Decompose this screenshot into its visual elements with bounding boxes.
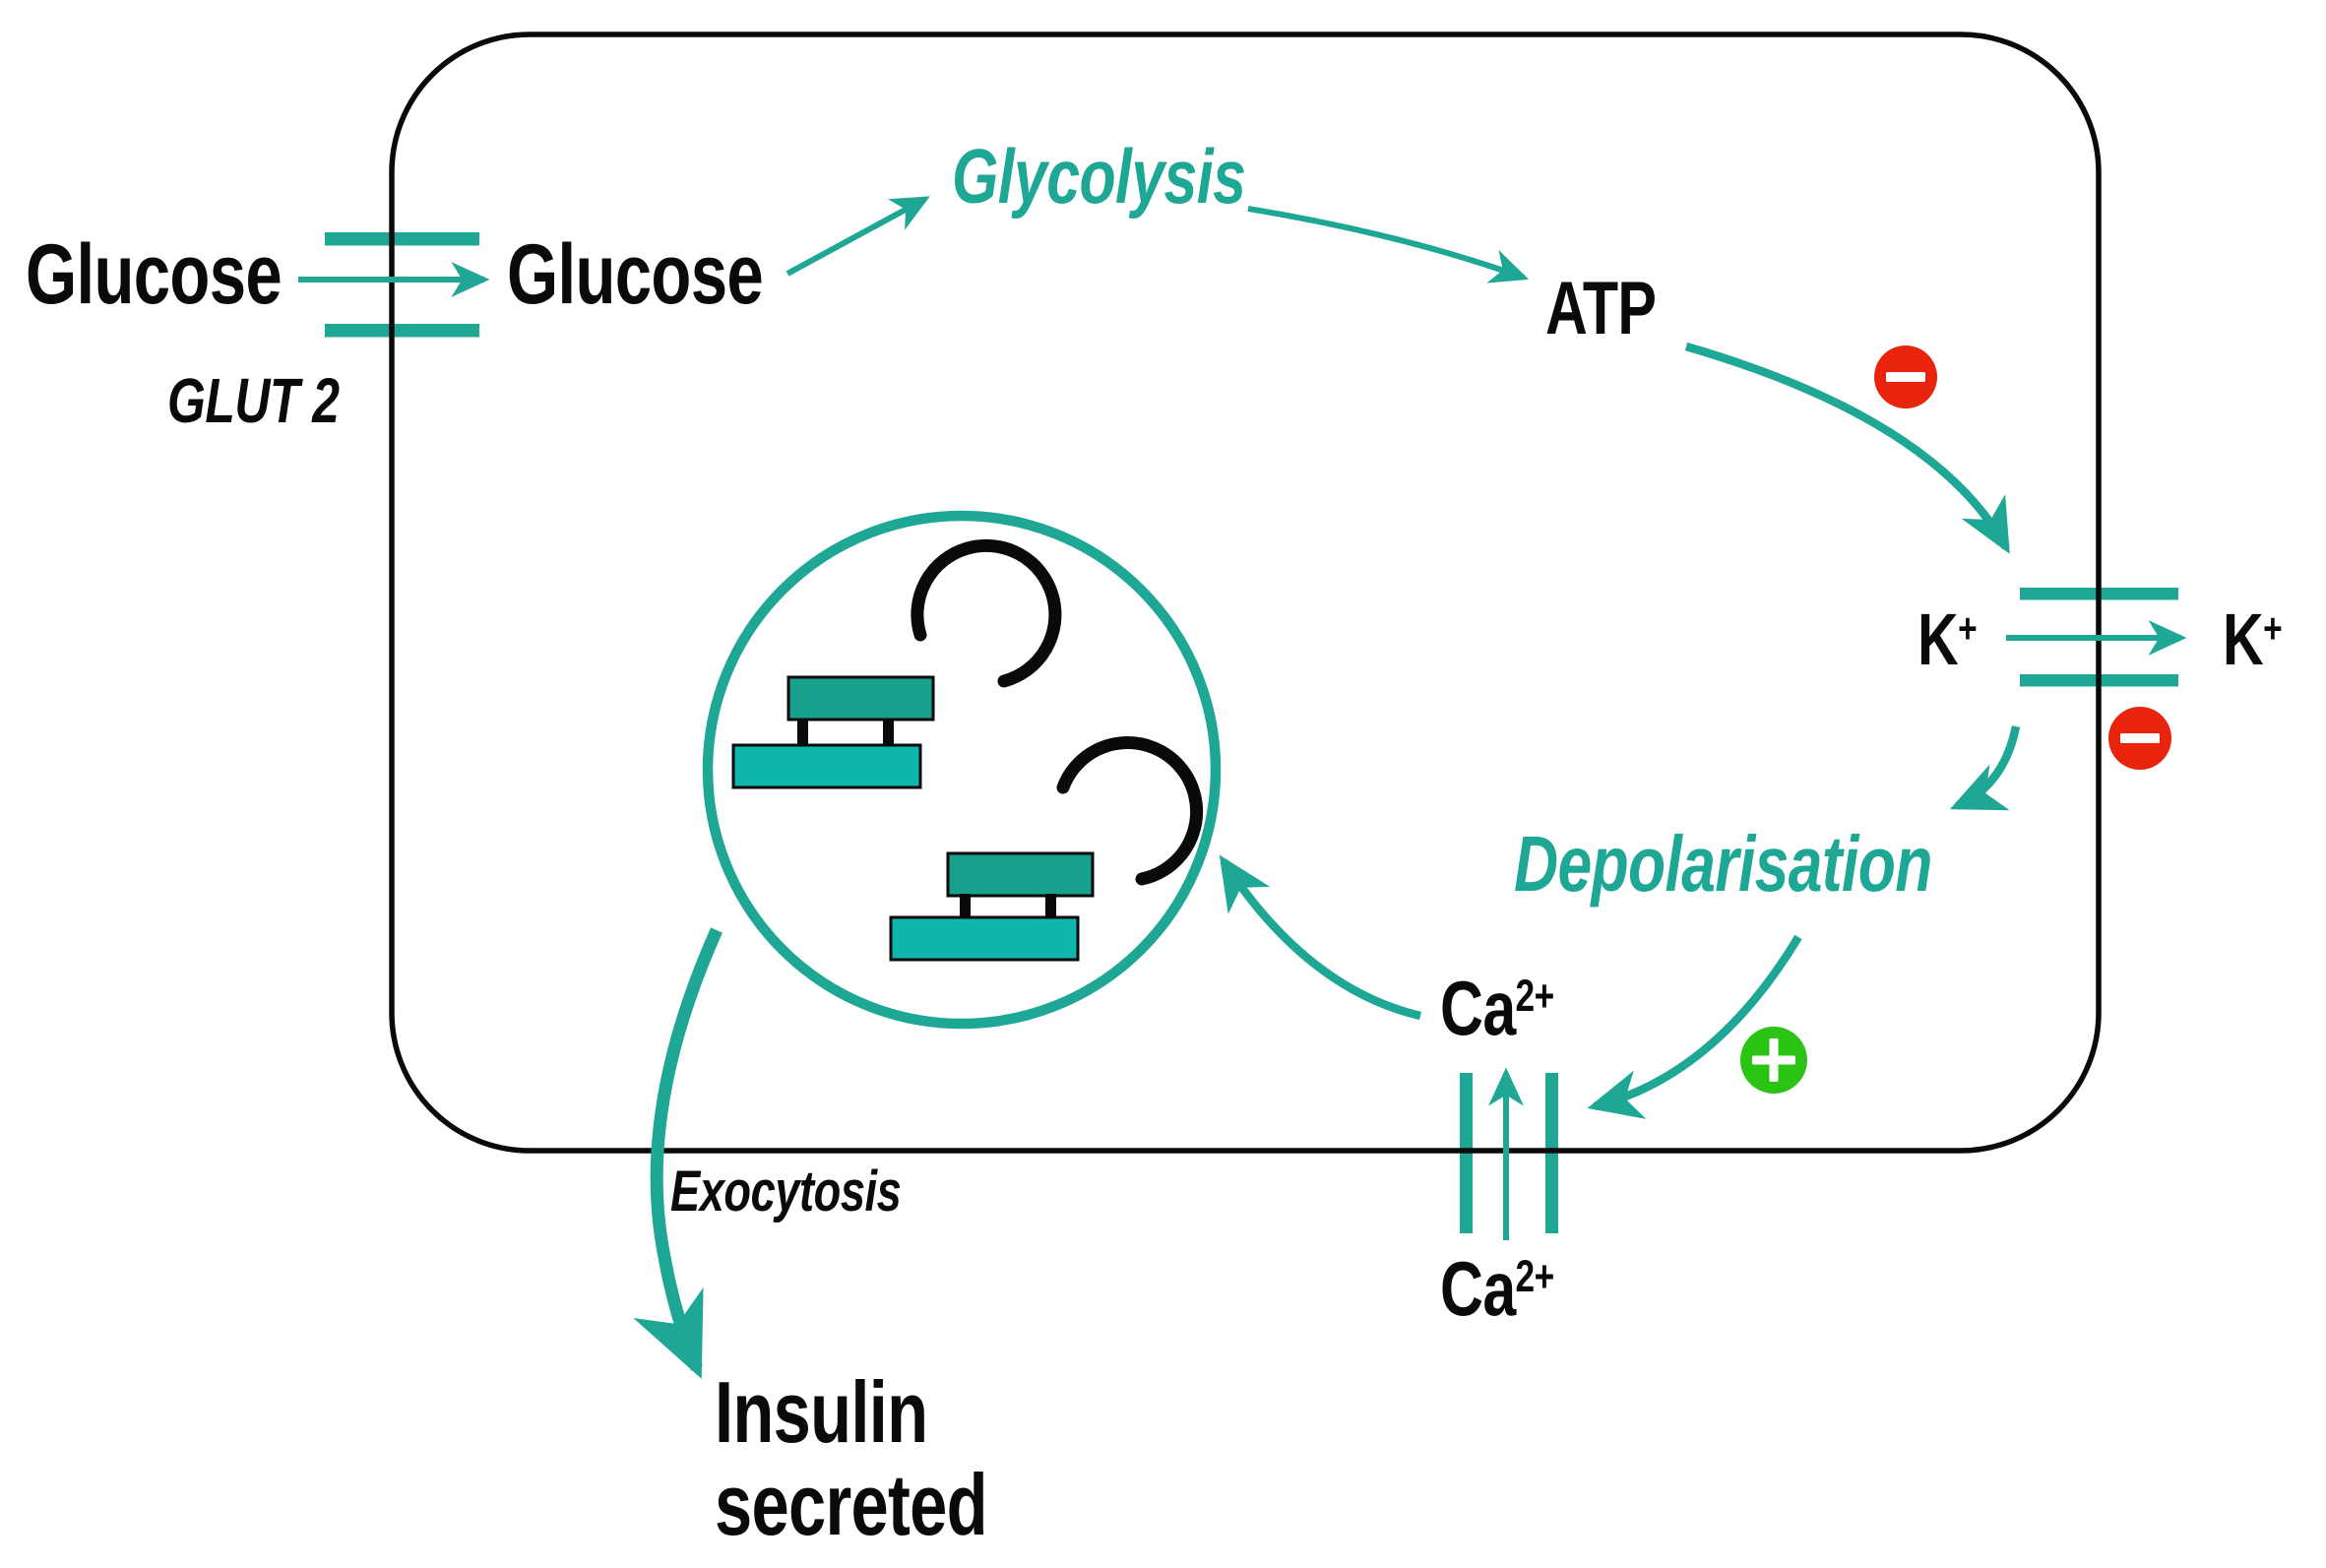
- insulin-secreted-label: Insulin secreted: [715, 1363, 988, 1554]
- atp-label: ATP: [1545, 267, 1657, 350]
- minus-circle-icon: [1874, 345, 1937, 408]
- proinsulin-chain-arc: [911, 538, 1062, 688]
- glut2-channel: [325, 232, 479, 338]
- k-to-depolarisation-arrow: [1949, 725, 2021, 811]
- cell-membrane: [389, 31, 2102, 1154]
- minus-circle-icon: [2108, 707, 2171, 770]
- insulin-granule: [731, 675, 935, 789]
- depolarisation-label: Depolarisation: [1514, 820, 1932, 908]
- ca-outside-label: Ca2+: [1440, 1245, 1555, 1332]
- ca-superscript: 2+: [1515, 1251, 1555, 1302]
- glycolysis-to-atp-arrow: [1247, 206, 1530, 283]
- glucose-to-glycolysis-arrow: [786, 196, 930, 277]
- secretory-vesicle: [702, 510, 1222, 1030]
- glucose-outside-label: Glucose: [26, 227, 283, 322]
- ca-superscript: 2+: [1515, 971, 1555, 1022]
- insulin-secreted-line1: Insulin: [715, 1363, 928, 1461]
- glycolysis-label: Glycolysis: [952, 133, 1246, 220]
- depolarisation-to-ca-channel-arrow: [1587, 934, 1802, 1119]
- exocytosis-label: Exocytosis: [670, 1160, 902, 1223]
- glut2-label: GLUT 2: [167, 365, 340, 436]
- insulin-secreted-line2: secreted: [715, 1456, 988, 1554]
- k-superscript: +: [1958, 604, 1978, 653]
- k-outside-label: K+: [2223, 598, 2283, 680]
- proinsulin-chain-arc: [1056, 736, 1204, 886]
- glucose-inside-label: Glucose: [507, 227, 764, 322]
- atp-to-k-channel-arrow: [1684, 342, 2010, 554]
- ca-inside-label: Ca2+: [1440, 965, 1555, 1051]
- ca-to-vesicle-arrow: [1219, 854, 1421, 1021]
- k-inside-label: K+: [1917, 598, 1978, 680]
- k-superscript: +: [2263, 604, 2283, 653]
- insulin-granule: [889, 851, 1095, 962]
- plus-circle-icon: [1740, 1027, 1807, 1094]
- exocytosis-arrow: [633, 927, 723, 1379]
